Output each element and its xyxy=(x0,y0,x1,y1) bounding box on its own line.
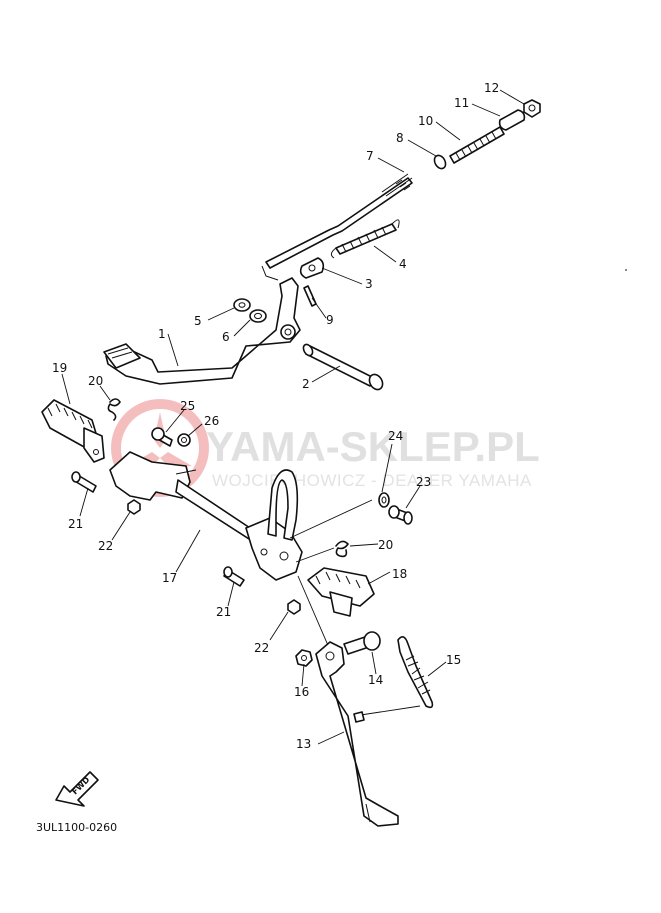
clip-22-right xyxy=(287,599,301,615)
callout-20-left: 20 xyxy=(88,374,103,388)
callout-11: 11 xyxy=(454,96,469,110)
return-spring-4 xyxy=(330,219,400,259)
watermark-brand: YAMA-SKLEP.PL xyxy=(206,423,540,470)
watermark-subtitle: WOJCIECHOWICZ - DEALER YAMAHA xyxy=(212,471,532,490)
callout-22-left: 22 xyxy=(98,539,113,553)
stray-mark xyxy=(625,269,627,271)
footrest-spring-20-right xyxy=(335,540,349,558)
washer-24 xyxy=(378,492,390,508)
callout-19: 19 xyxy=(52,361,67,375)
o-ring-6 xyxy=(249,309,267,323)
callout-13: 13 xyxy=(296,737,311,751)
pivot-shaft-2 xyxy=(302,343,384,391)
callout-24: 24 xyxy=(388,429,403,443)
callout-17: 17 xyxy=(162,571,177,585)
callout-12: 12 xyxy=(484,81,499,95)
callout-2: 2 xyxy=(302,377,310,391)
part-callouts: 12 11 10 8 7 4 3 9 5 6 1 2 19 20 25 26 2… xyxy=(52,81,499,751)
callout-6: 6 xyxy=(222,330,230,344)
brake-pedal-1 xyxy=(103,277,301,385)
callout-18: 18 xyxy=(392,567,407,581)
nut-12 xyxy=(523,99,541,118)
footrest-pin-21-left xyxy=(71,471,97,493)
washer-8 xyxy=(433,154,447,170)
callout-5: 5 xyxy=(194,314,202,328)
sidestand-13 xyxy=(315,641,399,827)
assembly-guide-lines xyxy=(175,469,421,717)
callout-23: 23 xyxy=(416,475,431,489)
footrest-pin-21-right xyxy=(223,566,245,587)
nut-16 xyxy=(295,649,313,667)
rod-joint-3 xyxy=(299,257,325,279)
footrest-spring-20-left xyxy=(107,398,121,421)
sidestand-bolt-14 xyxy=(343,631,381,655)
footrest-bracket-17 xyxy=(109,451,303,581)
callout-10: 10 xyxy=(418,114,433,128)
callout-26: 26 xyxy=(204,414,219,428)
brake-rod xyxy=(261,177,413,281)
callout-4: 4 xyxy=(399,257,407,271)
rod-thread xyxy=(381,173,413,197)
left-footrest-19 xyxy=(41,399,105,463)
bolt-23 xyxy=(388,505,413,525)
right-footrest-18 xyxy=(307,567,375,617)
callout-leader-lines xyxy=(61,89,525,745)
washer-26 xyxy=(177,433,191,447)
callout-8: 8 xyxy=(396,131,404,145)
callout-16: 16 xyxy=(294,685,309,699)
clip-22-left xyxy=(127,499,141,515)
forward-direction-badge: FWD xyxy=(55,771,99,807)
adjusting-pin-11 xyxy=(498,109,526,131)
washer-5 xyxy=(233,298,251,312)
callout-15: 15 xyxy=(446,653,461,667)
diagram-code: 3UL1100-0260 xyxy=(36,821,117,834)
callout-1: 1 xyxy=(158,327,166,341)
callout-9: 9 xyxy=(326,313,334,327)
callout-22-right: 22 xyxy=(254,641,269,655)
callout-21-left: 21 xyxy=(68,517,83,531)
callout-3: 3 xyxy=(365,277,373,291)
callout-25: 25 xyxy=(180,399,195,413)
callout-20-right: 20 xyxy=(378,538,393,552)
sidestand-spring-15 xyxy=(397,636,434,709)
cotter-pin-9 xyxy=(303,285,317,307)
stand-pin xyxy=(353,711,365,723)
callout-14: 14 xyxy=(368,673,383,687)
callout-21-right: 21 xyxy=(216,605,231,619)
bolt-25 xyxy=(151,427,173,447)
callout-7: 7 xyxy=(366,149,374,163)
brake-switch-spring-10 xyxy=(449,126,505,164)
